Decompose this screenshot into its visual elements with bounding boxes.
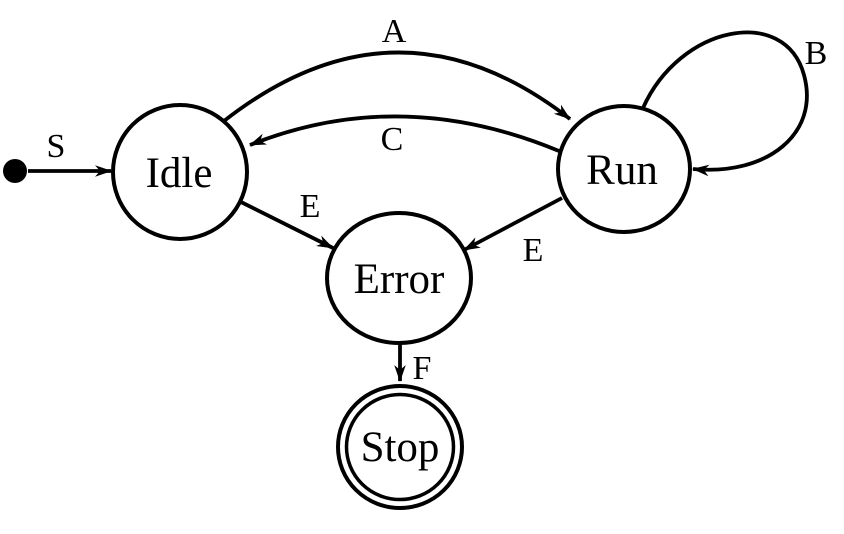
transition-run-to-idle-arrow — [249, 114, 560, 153]
transition-run-self-loop-label: B — [805, 35, 828, 72]
state-idle-label: Idle — [146, 150, 213, 197]
state-stop-label: Stop — [361, 424, 440, 471]
state-idle-circle — [111, 103, 249, 241]
state-stop-outer-circle — [336, 384, 464, 510]
transition-run-to-error-arrow — [463, 196, 563, 252]
transition-idle-to-run-label: A — [382, 13, 407, 50]
state-stop: Stop — [336, 384, 464, 510]
state-idle: Idle — [111, 103, 249, 241]
initial-state-dot — [3, 159, 27, 183]
state-error-circle — [325, 211, 473, 345]
transition-run-to-error-label: E — [523, 232, 544, 269]
transition-idle-to-error-arrow — [238, 199, 334, 250]
transition-start-to-idle-label: S — [47, 128, 66, 165]
state-run: Run — [556, 104, 692, 234]
transition-idle-to-run-arrow — [222, 50, 572, 123]
state-error: Error — [325, 211, 473, 345]
state-error-label: Error — [354, 256, 445, 303]
transition-error-to-stop-label: F — [413, 350, 432, 387]
transition-idle-to-error-label: E — [300, 188, 321, 225]
state-stop-inner-circle — [344, 392, 456, 502]
state-run-circle — [556, 104, 692, 234]
state-run-label: Run — [586, 147, 658, 194]
transition-run-self-loop-arrow — [641, 30, 809, 177]
transition-run-to-idle-label: C — [381, 121, 404, 158]
